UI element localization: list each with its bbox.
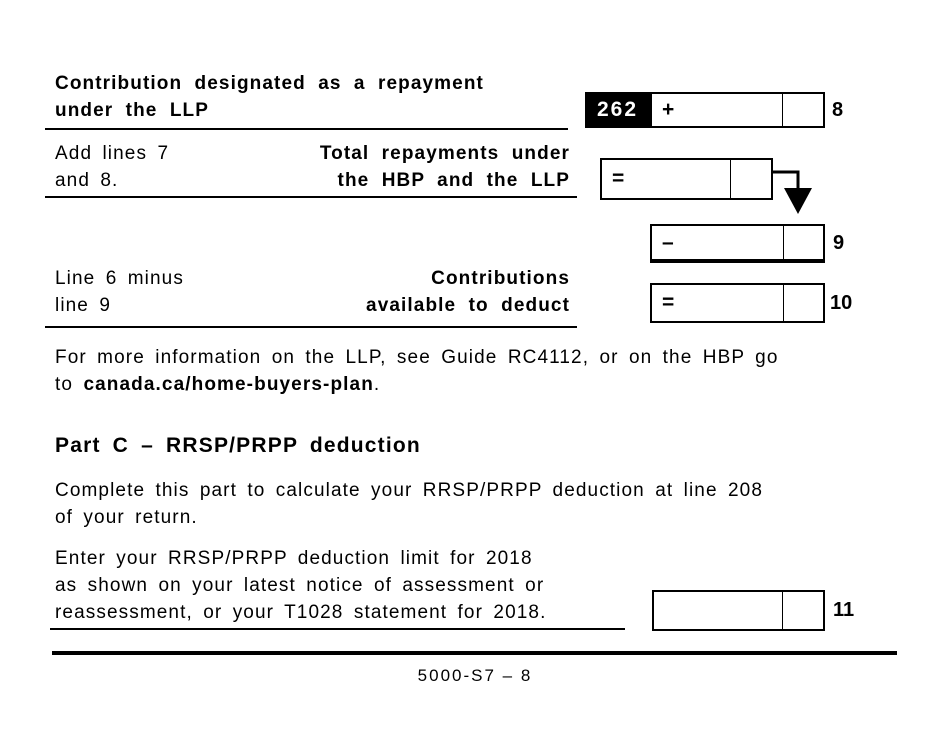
line-number-8: 8 <box>832 99 844 121</box>
add-lines-7-8-label: Add lines 7 and 8. <box>55 143 170 191</box>
cents-divider <box>783 226 784 259</box>
info-text-line1: For more information on the LLP, see Gui… <box>55 347 779 368</box>
llp-info-paragraph: For more information on the LLP, see Gui… <box>55 344 915 398</box>
divider <box>45 128 568 130</box>
page-footer: 5000-S7 – 8 <box>417 666 533 685</box>
cents-divider <box>782 592 783 629</box>
equals-symbol: = <box>662 291 675 314</box>
line6-minus-line9-label: Line 6 minus line 9 <box>55 268 184 316</box>
cents-divider <box>730 160 731 198</box>
equals-symbol: = <box>612 167 625 190</box>
footer-rule <box>52 651 897 655</box>
plus-symbol: + <box>662 98 675 121</box>
divider <box>45 196 577 198</box>
info-text-suffix: . <box>373 374 381 395</box>
line8-amount-field[interactable]: + <box>650 92 825 128</box>
line-number-9: 9 <box>833 232 845 254</box>
total-repayments-label: Total repayments under the HBP and the L… <box>319 143 570 191</box>
cents-divider <box>782 94 783 126</box>
cents-divider <box>783 285 784 321</box>
part-c-heading: Part C – RRSP/PRPP deduction <box>55 434 421 457</box>
llp-repayment-heading: Contribution designated as a repayment u… <box>55 73 484 121</box>
minus-symbol: – <box>662 230 674 254</box>
line-number-10: 10 <box>830 292 853 314</box>
deduction-limit-text: Enter your RRSP/PRPP deduction limit for… <box>55 548 547 623</box>
line9-amount-field[interactable]: – <box>650 224 825 263</box>
divider <box>50 628 625 630</box>
home-buyers-plan-link: canada.ca/home-buyers-plan <box>83 374 374 395</box>
contributions-available-label: Contributions available to deduct <box>366 268 570 316</box>
flow-arrow-icon <box>771 170 812 214</box>
line10-amount-field[interactable]: = <box>650 283 825 323</box>
line11-amount-field[interactable] <box>652 590 825 631</box>
info-text-line2: to <box>55 374 84 395</box>
field-code-262: 262 <box>585 92 650 128</box>
total-repayments-field[interactable]: = <box>600 158 773 200</box>
line-number-11: 11 <box>833 599 855 621</box>
part-c-intro: Complete this part to calculate your RRS… <box>55 480 763 528</box>
divider <box>45 326 577 328</box>
